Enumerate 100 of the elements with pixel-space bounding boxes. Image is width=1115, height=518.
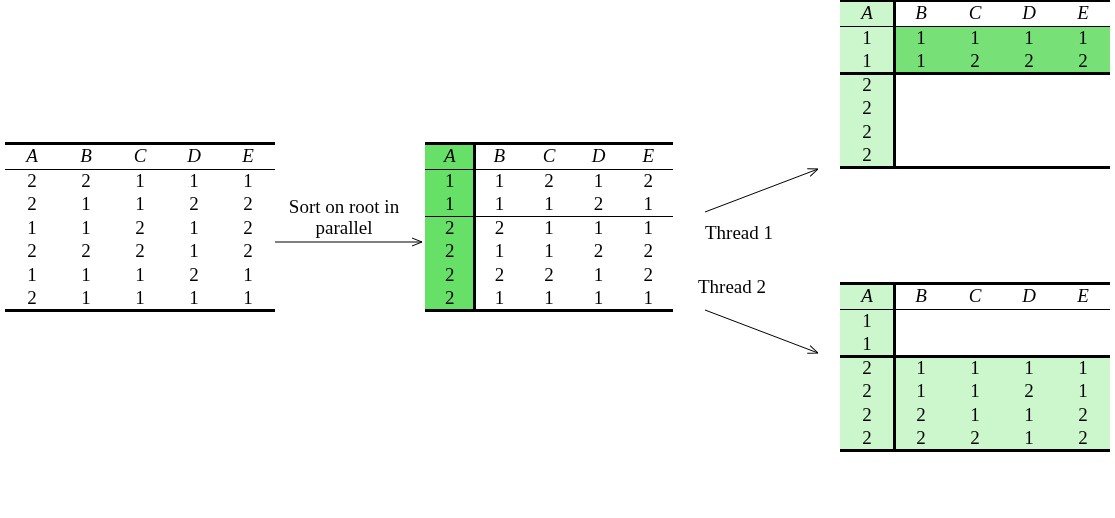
table-cell-text: 1 — [642, 192, 654, 216]
column-header: B — [79, 144, 93, 168]
table-cell-text: 2 — [26, 239, 38, 263]
table-cell: 2 — [1056, 403, 1110, 427]
column-header: C — [541, 144, 557, 168]
table-cell: 1 — [1056, 356, 1110, 380]
table-cell: 2 — [948, 49, 1002, 73]
table-cell: 1 — [948, 356, 1002, 380]
table-cell-text: 1 — [642, 216, 654, 240]
table-cell: 1 — [840, 49, 894, 73]
table-cell-text: 1 — [134, 286, 146, 310]
table-cell-text: 1 — [188, 169, 200, 193]
table-cell-text: 1 — [80, 192, 92, 216]
table-cell: 2 — [1002, 49, 1056, 73]
table-cell-text: 2 — [592, 192, 605, 216]
table-cell-text: 1 — [242, 169, 254, 193]
table-cell-text: 1 — [642, 286, 654, 310]
table-cell-text: 2 — [242, 192, 254, 216]
column-header: E — [1076, 1, 1090, 25]
table-cell: 2 — [894, 403, 948, 427]
column-header: E — [641, 144, 655, 168]
table-cell-text: 2 — [26, 192, 38, 216]
table-cell: 2 — [840, 379, 894, 403]
column-header: E — [1076, 284, 1090, 308]
table-cell-text: 2 — [543, 169, 555, 193]
table-cell-text: 1 — [493, 169, 506, 193]
table-cell: 2 — [948, 426, 1002, 450]
table-cell-text: 2 — [26, 286, 38, 310]
table-cell-text: 1 — [242, 286, 254, 310]
table-cell: 1 — [840, 309, 894, 333]
table-cell-text: 2 — [493, 216, 506, 240]
column-header: A — [840, 283, 894, 309]
table-cell-text: 1 — [543, 239, 555, 263]
table-cell-text: 1 — [493, 239, 506, 263]
table-cell-text: 1 — [134, 192, 146, 216]
arrow — [274, 237, 423, 247]
table-cell-text: 2 — [26, 169, 38, 193]
table-cell: 1 — [1002, 403, 1056, 427]
table-cell-text: 1 — [592, 169, 605, 193]
table-cell-text: 2 — [642, 239, 654, 263]
table-cell: 2 — [840, 403, 894, 427]
table-cell-text: 2 — [134, 216, 146, 240]
table-cell-text: 1 — [26, 216, 38, 240]
table-cell-text: 1 — [543, 192, 555, 216]
table-cell: 2 — [425, 263, 475, 287]
table-cell-text: 1 — [80, 216, 92, 240]
table-cell: 1 — [1002, 26, 1056, 50]
data-table — [840, 0, 1110, 167]
table-cell: 2 — [840, 356, 894, 380]
column-header: E — [241, 144, 255, 168]
table-cell: 1 — [840, 332, 894, 356]
column-header: B — [914, 1, 928, 25]
table-cell: 2 — [840, 143, 894, 167]
column-header: A — [24, 144, 39, 168]
column-header: B — [914, 284, 928, 308]
table-cell-text: 2 — [543, 263, 555, 287]
data-table — [425, 143, 673, 310]
table-cell-text: 1 — [493, 286, 506, 310]
column-header: D — [590, 144, 607, 168]
table-cell-text: 1 — [188, 239, 200, 263]
table-cell: 1 — [1002, 356, 1056, 380]
table-cell: 1 — [948, 379, 1002, 403]
table-cell-text: 1 — [188, 286, 200, 310]
column-header: C — [967, 1, 983, 25]
table-cell-text: 1 — [134, 169, 146, 193]
table-cell-text: 1 — [592, 216, 605, 240]
table-cell-text: 1 — [543, 216, 555, 240]
table-cell: 2 — [1056, 426, 1110, 450]
table-cell-text: 1 — [543, 286, 555, 310]
data-table — [840, 283, 1110, 450]
arrow — [704, 168, 819, 213]
table-cell-text: 2 — [242, 216, 254, 240]
table-cell-text: 1 — [188, 216, 200, 240]
table-cell-text: 2 — [134, 239, 146, 263]
table-cell-text: 1 — [80, 286, 92, 310]
table-cell-text: 1 — [80, 263, 92, 287]
table-cell-text: 1 — [26, 263, 38, 287]
column-header: A — [840, 0, 894, 26]
table-cell: 2 — [840, 426, 894, 450]
table-cell: 2 — [840, 120, 894, 144]
arrow — [704, 309, 819, 354]
table-cell-text: 2 — [242, 239, 254, 263]
table-cell-text: 2 — [80, 239, 92, 263]
table-cell: 1 — [840, 26, 894, 50]
table-cell: 1 — [1056, 379, 1110, 403]
table-cell-text: 1 — [493, 192, 506, 216]
column-header: C — [132, 144, 148, 168]
column-header: C — [967, 284, 983, 308]
table-cell-text: 2 — [80, 169, 92, 193]
table-cell: 2 — [840, 73, 894, 97]
table-cell-text: 1 — [134, 263, 146, 287]
table-cell-text: 2 — [188, 192, 200, 216]
table-cell: 1 — [948, 403, 1002, 427]
column-header: D — [186, 144, 202, 168]
column-header: D — [1021, 284, 1037, 308]
table-cell-text: 2 — [188, 263, 200, 287]
column-header: B — [492, 144, 507, 168]
table-cell-text: 1 — [242, 263, 254, 287]
table-cell-text: 1 — [592, 263, 605, 287]
data-table — [5, 143, 275, 310]
